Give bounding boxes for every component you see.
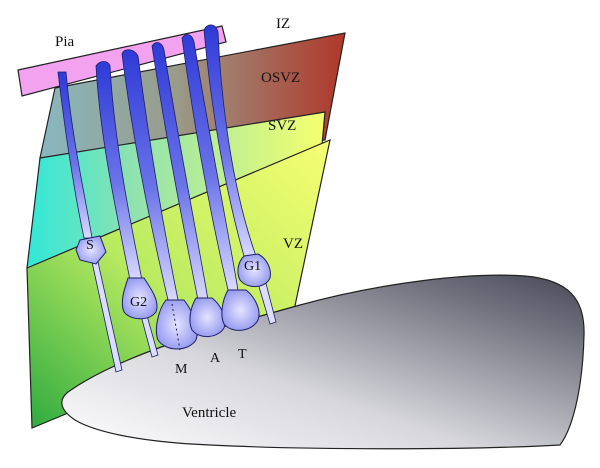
- label-cell-g2: G2: [130, 295, 147, 310]
- label-ventricle: Ventricle: [182, 405, 236, 421]
- cell-g2: [121, 277, 158, 320]
- label-vz: VZ: [283, 236, 303, 252]
- cell-a: [189, 297, 226, 337]
- label-iz: IZ: [276, 16, 290, 32]
- label-cell-a: A: [210, 351, 221, 366]
- label-cell-s: S: [86, 238, 94, 253]
- label-cell-t: T: [238, 347, 247, 362]
- cell-s: [75, 235, 107, 265]
- cell-t: [221, 289, 260, 331]
- label-cell-m: M: [175, 362, 188, 377]
- label-cell-g1: G1: [244, 259, 261, 274]
- label-svz: SVZ: [268, 118, 296, 134]
- cell-g1: [237, 253, 271, 287]
- pia-membrane: [17, 25, 227, 97]
- label-pia: Pia: [55, 34, 75, 50]
- ventricle-shape: [61, 274, 585, 450]
- cell-bodies: [75, 235, 271, 350]
- label-osvz: OSVZ: [261, 70, 300, 86]
